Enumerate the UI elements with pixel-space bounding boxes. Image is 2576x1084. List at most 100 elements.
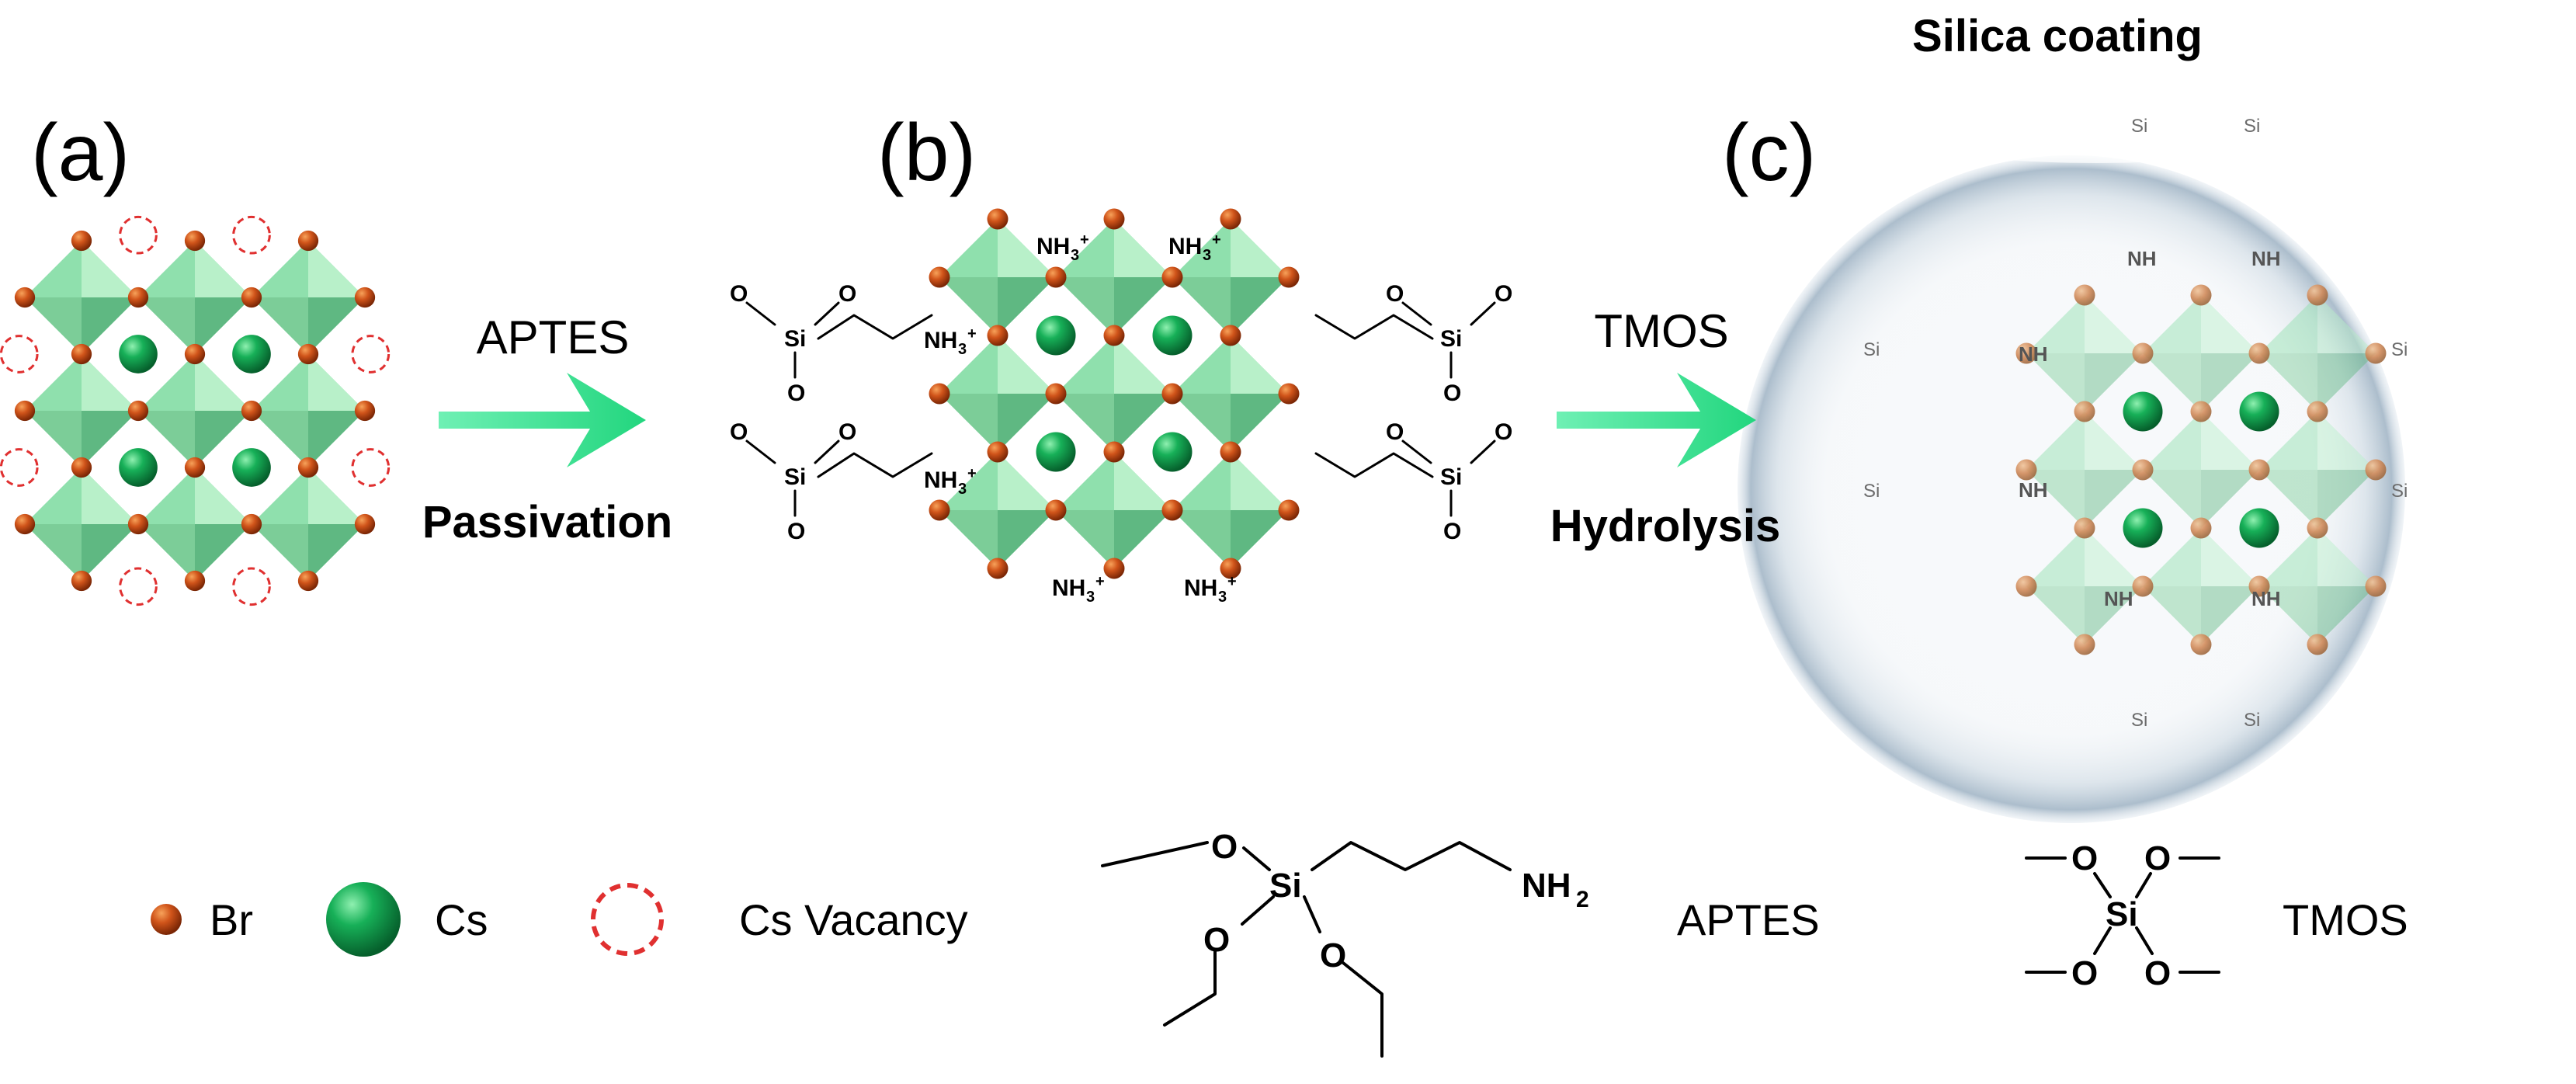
octahedron [2259,528,2376,644]
cs-vacancy [0,335,39,373]
octahedron-face-dark [998,277,1056,335]
panel-label-a: (a) [31,108,130,198]
octahedron-face-mid [1056,510,1114,568]
ligand-si-label: Si [784,326,806,352]
faint-si-label: Si [1863,339,1880,360]
br-atom [929,266,950,288]
octahedron [138,467,252,581]
octahedron-face-mid [2259,586,2317,644]
octahedron-face-light [1231,335,1289,394]
br-atom [71,570,92,592]
octahedron [252,354,365,467]
aptes-o-1: O [1211,828,1238,866]
faint-nh3-label: NH [2019,478,2048,502]
octahedron-face [2026,528,2143,644]
ligand-o-label: O [1386,281,1404,307]
cs-vacancy [351,448,391,487]
octahedron-face-mid [2026,353,2085,412]
octahedron [25,241,138,354]
ligand-chain [817,452,933,478]
octahedron-face-mid [2143,353,2201,412]
br-atom [184,343,206,365]
nh-subscript: 3 [958,481,967,498]
aptes-structure: O Si O O NH 2 [1101,828,1589,1058]
br-atom [2307,517,2328,539]
br-atom [241,513,262,535]
br-atom [2365,342,2387,364]
tmos-o-3: O [2071,954,2098,992]
octahedron [252,241,365,354]
br-atom [354,400,376,422]
ligand-si-label: Si [1440,326,1462,352]
legend-cs-label: Cs [435,895,488,944]
nh-text: NH [1052,575,1085,601]
octahedron-face-dark [308,524,365,581]
br-atom [1220,558,1241,579]
legend-br-label: Br [210,895,253,944]
octahedron [939,452,1056,568]
octahedron-face-light [82,354,138,411]
octahedron-face-dark [2317,353,2376,412]
arrow-2-process: Hydrolysis [1550,501,1781,551]
hydrolysis-arrow [1557,373,1756,467]
br-atom [2248,342,2270,364]
br-atom [1278,383,1300,405]
octahedron-face-light [308,354,365,411]
octahedron-face-light [2085,295,2143,353]
octahedron-face-dark [82,524,138,581]
cs-atom [1152,315,1193,356]
br-atom [297,230,319,252]
br-atom [1103,441,1125,463]
octahedron-face [2143,295,2259,412]
br-atom [127,287,149,308]
nh-text: NH [1168,234,1202,259]
octahedron-face-dark [82,411,138,467]
br-atom [354,513,376,535]
br-atom [14,513,36,535]
octahedron-face-mid [252,297,308,354]
octahedron-face-dark [2085,586,2143,644]
octahedron [1056,219,1172,335]
cs-vacancy [0,448,39,487]
br-atom [1103,558,1125,579]
tmos-o-1: O [2071,839,2098,877]
nh-superscript: + [1227,573,1237,590]
octahedron [1056,452,1172,568]
octahedron-face-dark [2085,470,2143,528]
octahedron-face-dark [1231,277,1289,335]
ligand-bonds [1401,301,1496,379]
ligand-o-label: O [1443,519,1461,544]
ligand-o-label: O [730,281,748,307]
br-atom [71,230,92,252]
cs-atom [119,335,158,373]
octahedron-face-mid [1172,394,1231,452]
ligand-o-label: O [1386,419,1404,445]
faint-si-label: Si [2244,710,2260,731]
aptes-si-o-bond-2 [1241,895,1275,926]
cs-atom [1036,432,1076,472]
ligand-bonds [1401,440,1496,517]
octahedron-face [2143,412,2259,528]
tmos-o-2: O [2144,839,2171,877]
octahedron-face-light [2201,295,2259,353]
br-atom [14,287,36,308]
octahedron [2143,412,2259,528]
octahedron-face-dark [1114,277,1172,335]
octahedron-face [2026,295,2143,412]
octahedron [2026,528,2143,644]
tmos-si: Si [2106,895,2138,933]
br-atom [354,287,376,308]
ligand-o-label: O [1443,380,1461,406]
ligand-o-label: O [787,380,805,406]
tmos-o-4: O [2144,954,2171,992]
nh-superscript: + [1212,231,1221,248]
legend: Br Cs Cs Vacancy APTES TMOS [151,882,2408,957]
octahedron-face-mid [138,524,195,581]
octahedron-face-light [2201,412,2259,470]
nh-subscript: 3 [958,341,967,358]
